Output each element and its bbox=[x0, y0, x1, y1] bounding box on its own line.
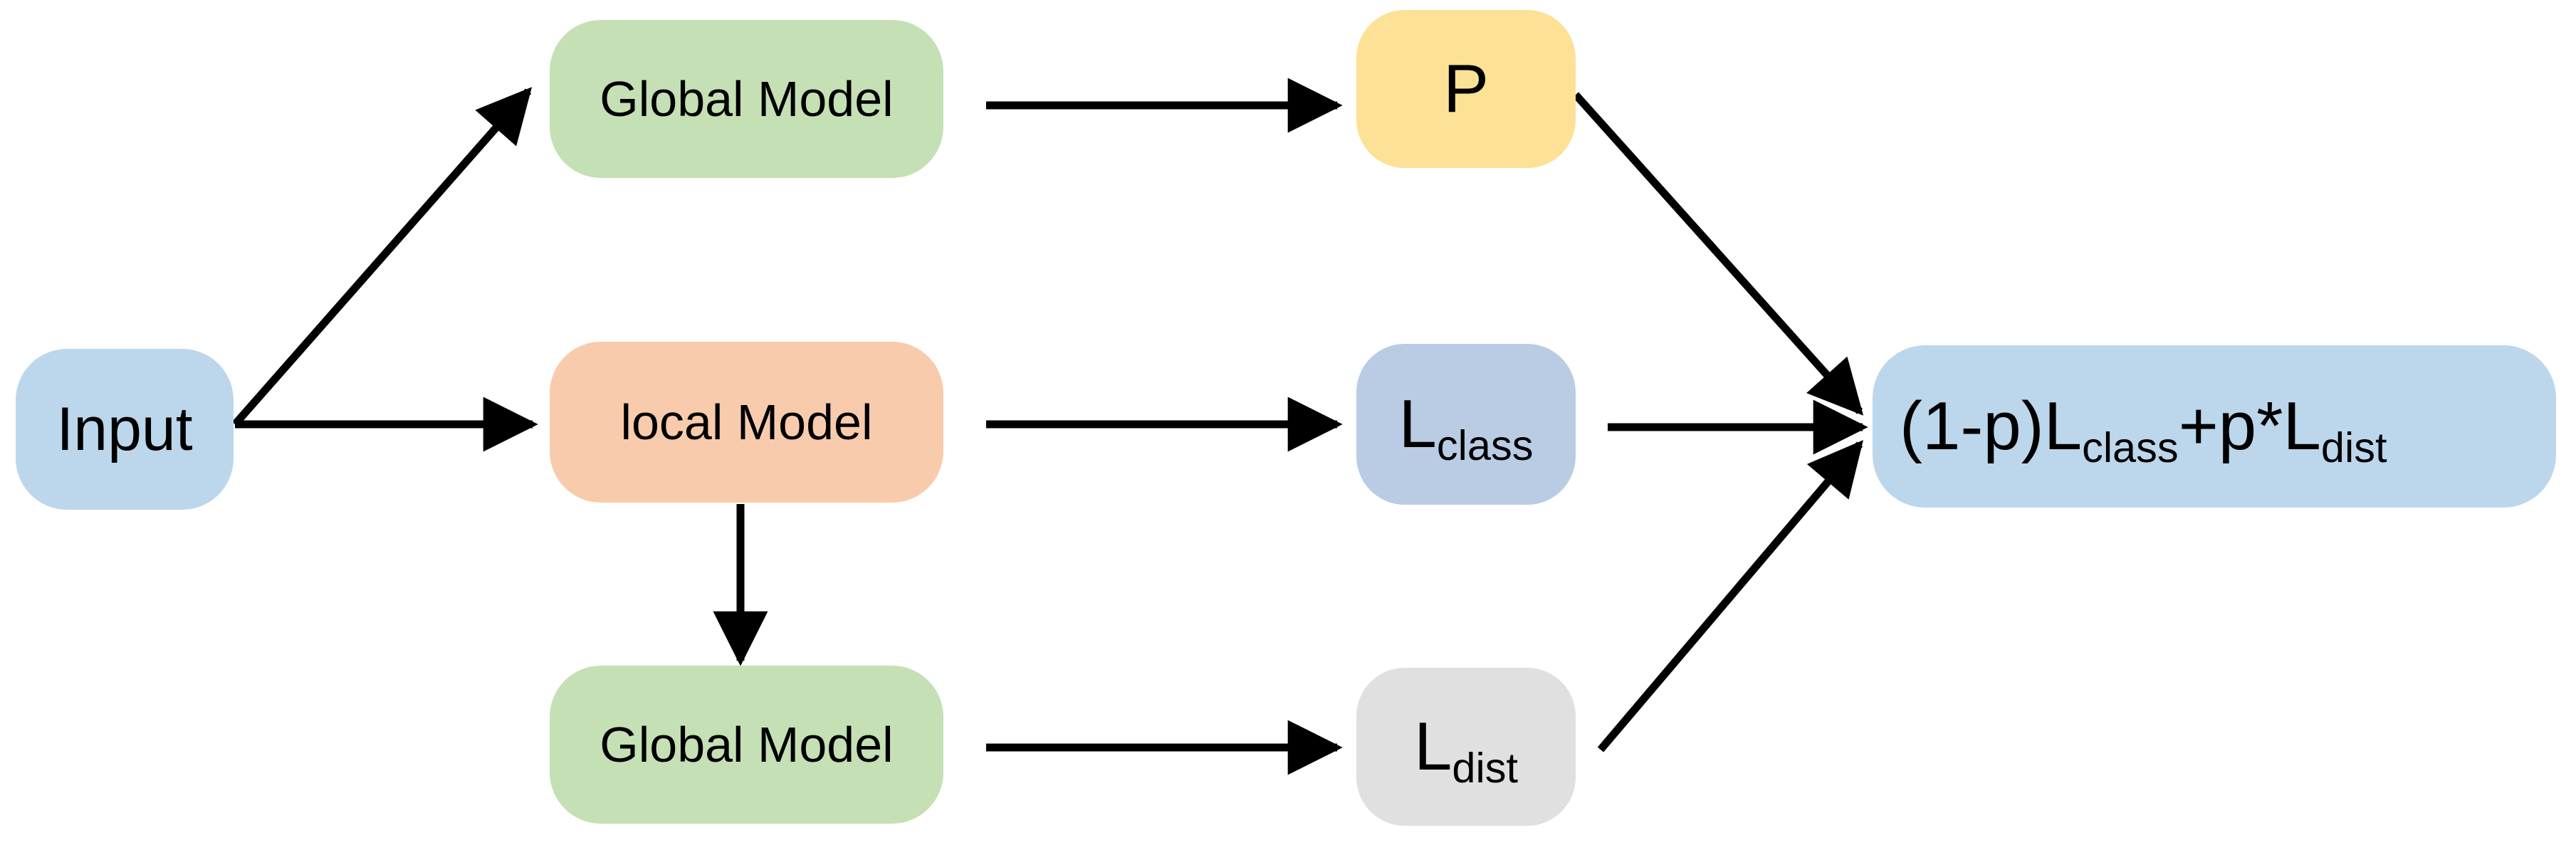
node-input-label: Input bbox=[56, 395, 193, 463]
loss-formula-part1: (1-p)L bbox=[1900, 388, 2083, 464]
loss-formula-subscript-class: class bbox=[2082, 423, 2179, 471]
node-local-model-label: local Model bbox=[620, 394, 873, 450]
node-global-model-bottom[interactable]: Global Model bbox=[550, 666, 943, 824]
node-p-label: P bbox=[1443, 51, 1489, 127]
node-local-model[interactable]: local Model bbox=[550, 342, 943, 503]
node-l-dist-base: L bbox=[1413, 708, 1452, 785]
node-l-class[interactable]: Lclass bbox=[1356, 344, 1576, 505]
node-l-class-label: Lclass bbox=[1399, 390, 1534, 467]
loss-formula-subscript-dist: dist bbox=[2320, 423, 2387, 471]
edge-input-to-global-model-top bbox=[231, 87, 533, 427]
node-l-dist[interactable]: Ldist bbox=[1356, 668, 1576, 826]
node-loss-formula[interactable]: (1-p)Lclass+p*Ldist bbox=[1873, 345, 2556, 508]
node-global-model-top-label: Global Model bbox=[600, 71, 894, 127]
loss-formula-part2: +p*L bbox=[2178, 388, 2321, 464]
node-l-dist-subscript: dist bbox=[1452, 743, 1518, 792]
node-global-model-bottom-label: Global Model bbox=[600, 717, 894, 772]
node-l-dist-label: Ldist bbox=[1414, 713, 1518, 789]
edge-p-to-loss-formula bbox=[1572, 92, 1864, 416]
node-loss-formula-label: (1-p)Lclass+p*Ldist bbox=[1900, 392, 2387, 469]
node-p[interactable]: P bbox=[1356, 10, 1576, 168]
edge-l-dist-to-loss-formula bbox=[1597, 440, 1863, 752]
node-input[interactable]: Input bbox=[16, 349, 234, 510]
node-global-model-top[interactable]: Global Model bbox=[550, 20, 943, 178]
node-l-class-base: L bbox=[1398, 386, 1437, 462]
node-l-class-subscript: class bbox=[1436, 421, 1534, 469]
